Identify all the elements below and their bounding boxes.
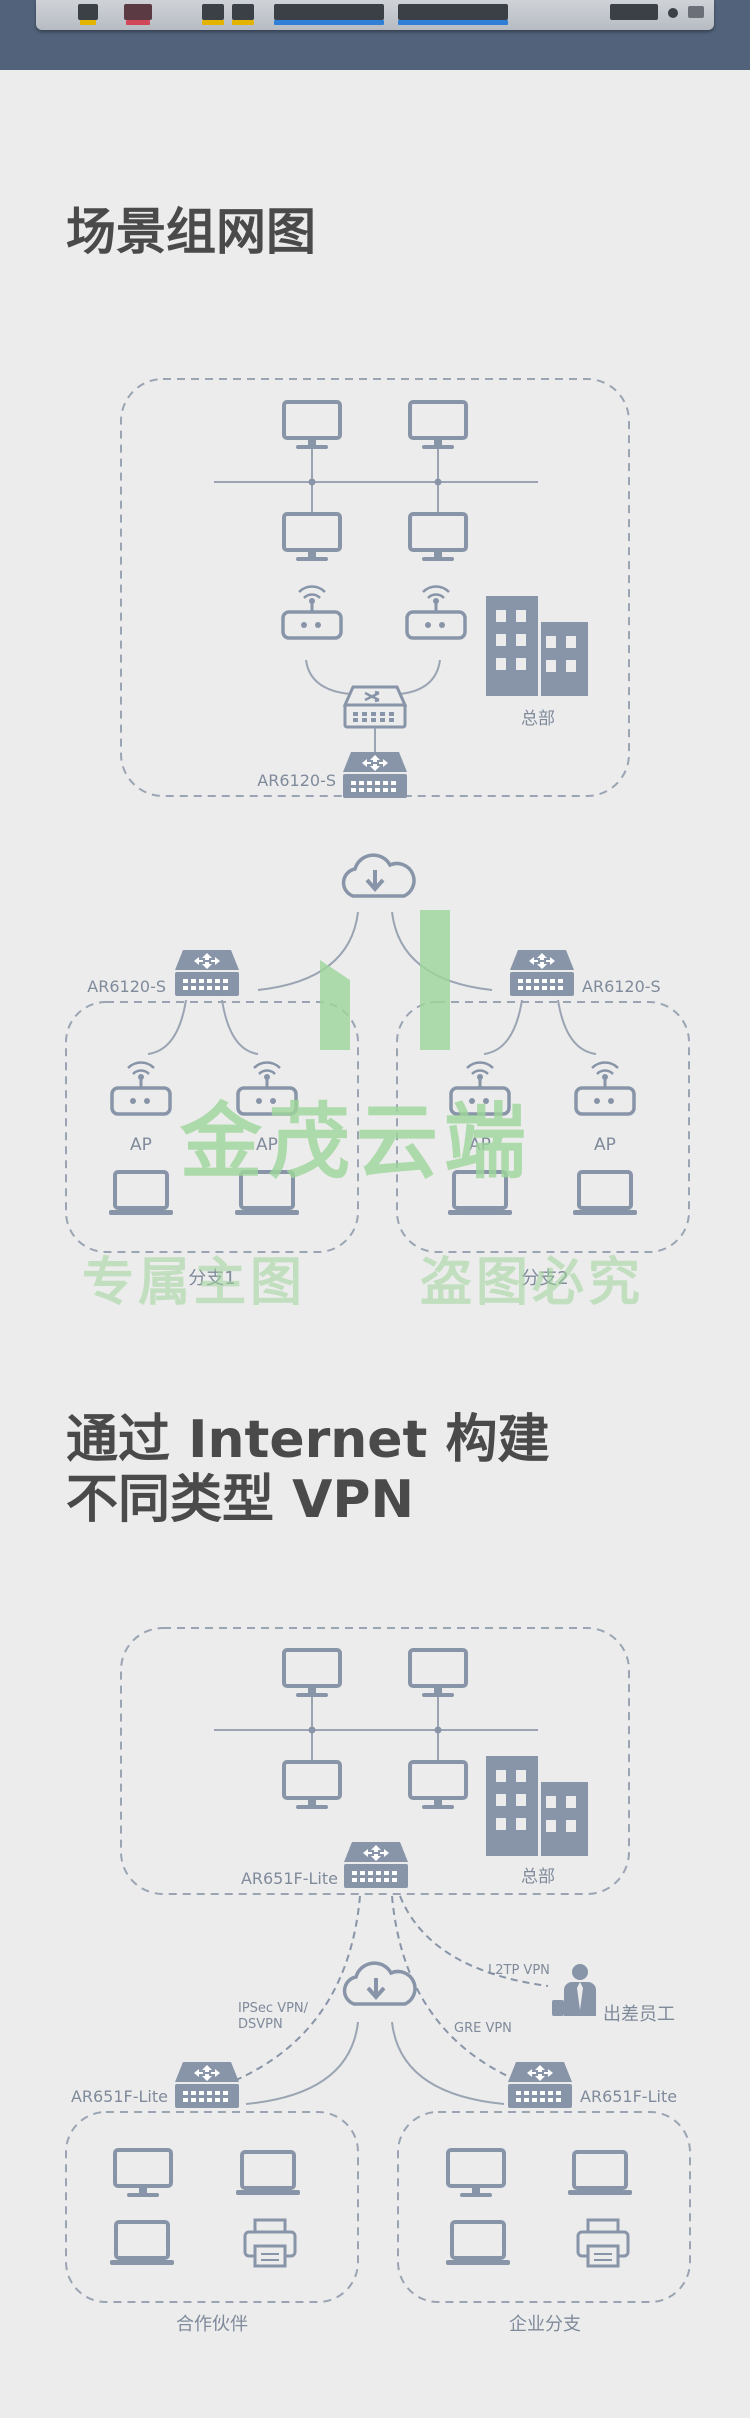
branch-label: 分支2 (521, 1268, 568, 1289)
hq-label: 总部 (521, 709, 555, 729)
port-label (80, 20, 96, 25)
monitor-icon (282, 400, 342, 451)
monitor-icon (282, 512, 342, 563)
laptop-icon (233, 1170, 301, 1217)
traveler-icon (552, 1964, 596, 2016)
ap-label: AP (594, 1135, 616, 1155)
port (124, 4, 152, 20)
access-point-icon (236, 1060, 298, 1116)
laptop-icon (571, 1170, 639, 1217)
port-group (274, 4, 384, 20)
hq-router-label: AR6120-S (257, 771, 336, 790)
printer-icon (576, 2218, 630, 2268)
branch-label: 企业分支 (509, 2314, 581, 2335)
section1-title: 场景组网图 (66, 203, 316, 261)
router-front-panel (36, 0, 714, 30)
access-point-icon (281, 584, 343, 640)
hq-zone (120, 378, 630, 797)
cloud-icon (341, 853, 417, 898)
cloud-icon (342, 1961, 418, 2006)
port (78, 4, 98, 20)
port-label (274, 20, 384, 25)
monitor-icon (408, 1760, 468, 1811)
branch-label: 分支1 (188, 1268, 235, 1289)
hq-label: 总部 (521, 1867, 555, 1887)
port-label (232, 20, 254, 25)
branch-router-label: AR6120-S (87, 977, 166, 996)
ap-label: AP (469, 1135, 491, 1155)
section2-title-line2: 不同类型 VPN (66, 1470, 414, 1530)
monitor-icon (282, 1648, 342, 1699)
access-point-icon (449, 1060, 511, 1116)
laptop-icon (444, 2220, 512, 2267)
switch-icon (343, 685, 407, 729)
router-icon (510, 950, 574, 996)
diagram-1: 总部 AR6120-S AR6120-S AP AP 分支1 AR6120-S … (65, 378, 690, 1289)
router-icon (344, 1842, 408, 1888)
access-point-icon (405, 584, 467, 640)
port-label (202, 20, 224, 25)
monitor-icon (408, 1648, 468, 1699)
vpn-ipsec-label: IPSec VPN/ (238, 2001, 309, 2016)
monitor-icon (408, 512, 468, 563)
power-socket (610, 4, 658, 20)
section2-title: 通过 Internet 构建 不同类型 VPN (66, 1410, 550, 1530)
laptop-icon (446, 1170, 514, 1217)
building-icon (486, 596, 588, 696)
branch-router-label: AR6120-S (582, 977, 661, 996)
partner-label: 合作伙伴 (176, 2314, 248, 2335)
vpn-l2tp-label: L2TP VPN (488, 1963, 550, 1978)
router-icon (175, 2062, 239, 2108)
laptop-icon (566, 2150, 634, 2197)
printer-icon (243, 2218, 297, 2268)
branch-router-label: AR651F-Lite (580, 2087, 677, 2106)
branch-zone (397, 2111, 691, 2303)
section2-title-line1: 通过 Internet 构建 (66, 1410, 550, 1470)
vpn-gre-label: GRE VPN (454, 2021, 512, 2036)
ap-label: AP (256, 1135, 278, 1155)
device-banner (0, 0, 750, 70)
laptop-icon (234, 2150, 302, 2197)
partner-zone (65, 2111, 359, 2303)
access-point-icon (574, 1060, 636, 1116)
hq-zone (120, 1627, 630, 1895)
partner-router-label: AR651F-Lite (71, 2087, 168, 2106)
ap-label: AP (130, 1135, 152, 1155)
branch-zone (396, 1001, 690, 1253)
monitor-icon (408, 400, 468, 451)
laptop-icon (107, 1170, 175, 1217)
router-icon (343, 752, 407, 798)
port (232, 4, 254, 20)
building-icon (486, 1756, 588, 1856)
monitor-icon (282, 1760, 342, 1811)
router-icon (508, 2062, 572, 2108)
traveler-label: 出差员工 (603, 2004, 675, 2025)
warning-label (688, 6, 704, 18)
access-point-icon (110, 1060, 172, 1116)
port-label (126, 20, 150, 25)
monitor-icon (446, 2148, 506, 2199)
port-group (398, 4, 508, 20)
led (668, 8, 678, 18)
monitor-icon (113, 2148, 173, 2199)
vpn-link-ipsec (235, 1895, 361, 2081)
hq-router-label: AR651F-Lite (241, 1869, 338, 1888)
vpn-link-gre (391, 1895, 517, 2081)
port (202, 4, 224, 20)
laptop-icon (108, 2220, 176, 2267)
router-icon (175, 950, 239, 996)
diagram-2: 总部 AR651F-Lite IPSec VPN/ DSVPN L2TP VPN… (65, 1627, 691, 2335)
branch-zone (65, 1001, 359, 1253)
port-label (398, 20, 508, 25)
vpn-link-l2tp (399, 1895, 549, 1987)
vpn-dsvpn-label: DSVPN (238, 2017, 283, 2032)
